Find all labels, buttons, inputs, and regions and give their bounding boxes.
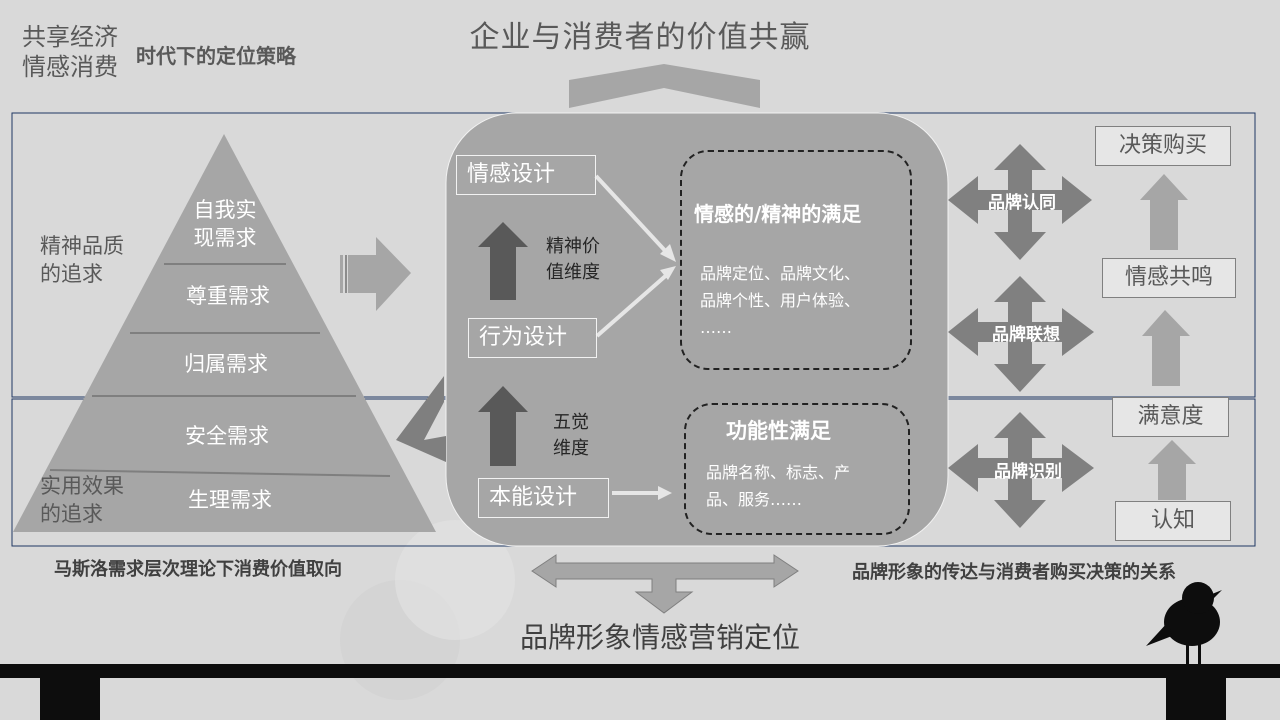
brand-association-label: 品牌联想 [992, 325, 1060, 345]
ground-post-left [40, 664, 100, 720]
right-caption: 品牌形象的传达与消费者购买决策的关系 [852, 562, 1176, 583]
five-sense-line1: 五觉 [553, 412, 589, 433]
spirit-up-arrow [478, 222, 528, 300]
cognition-box: 认知 [1115, 501, 1231, 541]
pyramid-top-line1: 自我实 [193, 198, 257, 222]
practical-pursuit-label: 实用效果 的追求 [40, 472, 124, 528]
emotional-satisfaction-title: 情感的/精神的满足 [694, 202, 862, 226]
spirit-dim-line1: 精神价 [546, 236, 600, 257]
pyramid-level-safety: 安全需求 [185, 424, 269, 448]
emotional-satisfaction-box: 情感的/精神的满足 品牌定位、品牌文化、 品牌个性、用户体验、 …… [680, 150, 912, 370]
pyramid-level-self-actualization: 自我实 现需求 [165, 196, 285, 252]
emotional-resonance-box: 情感共鸣 [1102, 258, 1236, 298]
design-to-emotion-arrows [594, 174, 676, 500]
top-left-line1: 共享经济 [22, 23, 118, 51]
emotion-design-box: 情感设计 [456, 155, 596, 195]
bird-icon [1146, 582, 1222, 664]
sense-up-arrow [478, 386, 528, 466]
five-sense-line2: 维度 [553, 438, 589, 459]
top-chevron [569, 64, 760, 108]
functional-items-line2: 品、服务…… [706, 490, 803, 509]
emotional-items-line3: …… [700, 318, 732, 337]
top-left-title: 共享经济 情感消费 [22, 22, 118, 82]
spirit-dimension-label: 精神价 值维度 [546, 234, 600, 286]
main-title: 企业与消费者的价值共赢 [469, 20, 811, 55]
instinct-design-box: 本能设计 [478, 478, 609, 518]
top-left-subtitle: 时代下的定位策略 [136, 44, 296, 68]
spiritual-pursuit-label: 精神品质 的追求 [40, 232, 124, 288]
brand-recognition-label: 品牌识别 [994, 462, 1062, 482]
center-panel [445, 112, 949, 547]
decor-circle-mid [395, 520, 515, 640]
pyramid-caption: 马斯洛需求层次理论下消费价值取向 [54, 559, 342, 580]
practical-line1: 实用效果 [40, 474, 124, 498]
satisfaction-box: 满意度 [1112, 397, 1229, 437]
up-arrow-to-resonance [1142, 310, 1190, 386]
pyramid-level-belonging: 归属需求 [184, 352, 268, 376]
brand-recognition-arrow [948, 412, 1094, 528]
return-chevron [396, 376, 446, 462]
ground-bar [0, 664, 1280, 678]
five-sense-label: 五觉 维度 [553, 410, 589, 462]
decision-purchase-box: 决策购买 [1095, 126, 1231, 166]
pyramid-top-line2: 现需求 [193, 226, 257, 250]
emotional-items-line1: 品牌定位、品牌文化、 [700, 264, 861, 283]
functional-satisfaction-items: 品牌名称、标志、产 品、服务…… [706, 459, 850, 513]
spiritual-line1: 精神品质 [40, 234, 124, 258]
bottom-double-arrow [531, 554, 799, 614]
spirit-dim-line2: 值维度 [546, 262, 600, 283]
functional-satisfaction-title: 功能性满足 [726, 419, 831, 443]
up-arrow-to-satisfaction [1148, 440, 1196, 500]
brand-identity-arrow [948, 144, 1092, 260]
behavior-design-box: 行为设计 [468, 318, 597, 358]
up-arrow-to-decision [1140, 174, 1188, 250]
brand-association-arrow [948, 276, 1094, 392]
pyramid-to-center-arrow [340, 237, 411, 311]
brand-identity-label: 品牌认同 [988, 193, 1056, 213]
emotional-satisfaction-items: 品牌定位、品牌文化、 品牌个性、用户体验、 …… [700, 260, 860, 341]
pyramid-level-physiological: 生理需求 [188, 488, 272, 512]
emotional-items-line2: 品牌个性、用户体验、 [700, 291, 861, 310]
spiritual-line2: 的追求 [40, 262, 103, 286]
pyramid-level-esteem: 尊重需求 [186, 284, 270, 308]
footer-title: 品牌形象情感营销定位 [519, 621, 800, 654]
pyramid-divider-4 [49, 469, 391, 477]
ground-post-right [1166, 664, 1226, 720]
functional-items-line1: 品牌名称、标志、产 [706, 463, 851, 482]
functional-satisfaction-box: 功能性满足 品牌名称、标志、产 品、服务…… [684, 403, 910, 535]
practical-line2: 的追求 [40, 502, 103, 526]
top-left-line2: 情感消费 [22, 53, 118, 81]
